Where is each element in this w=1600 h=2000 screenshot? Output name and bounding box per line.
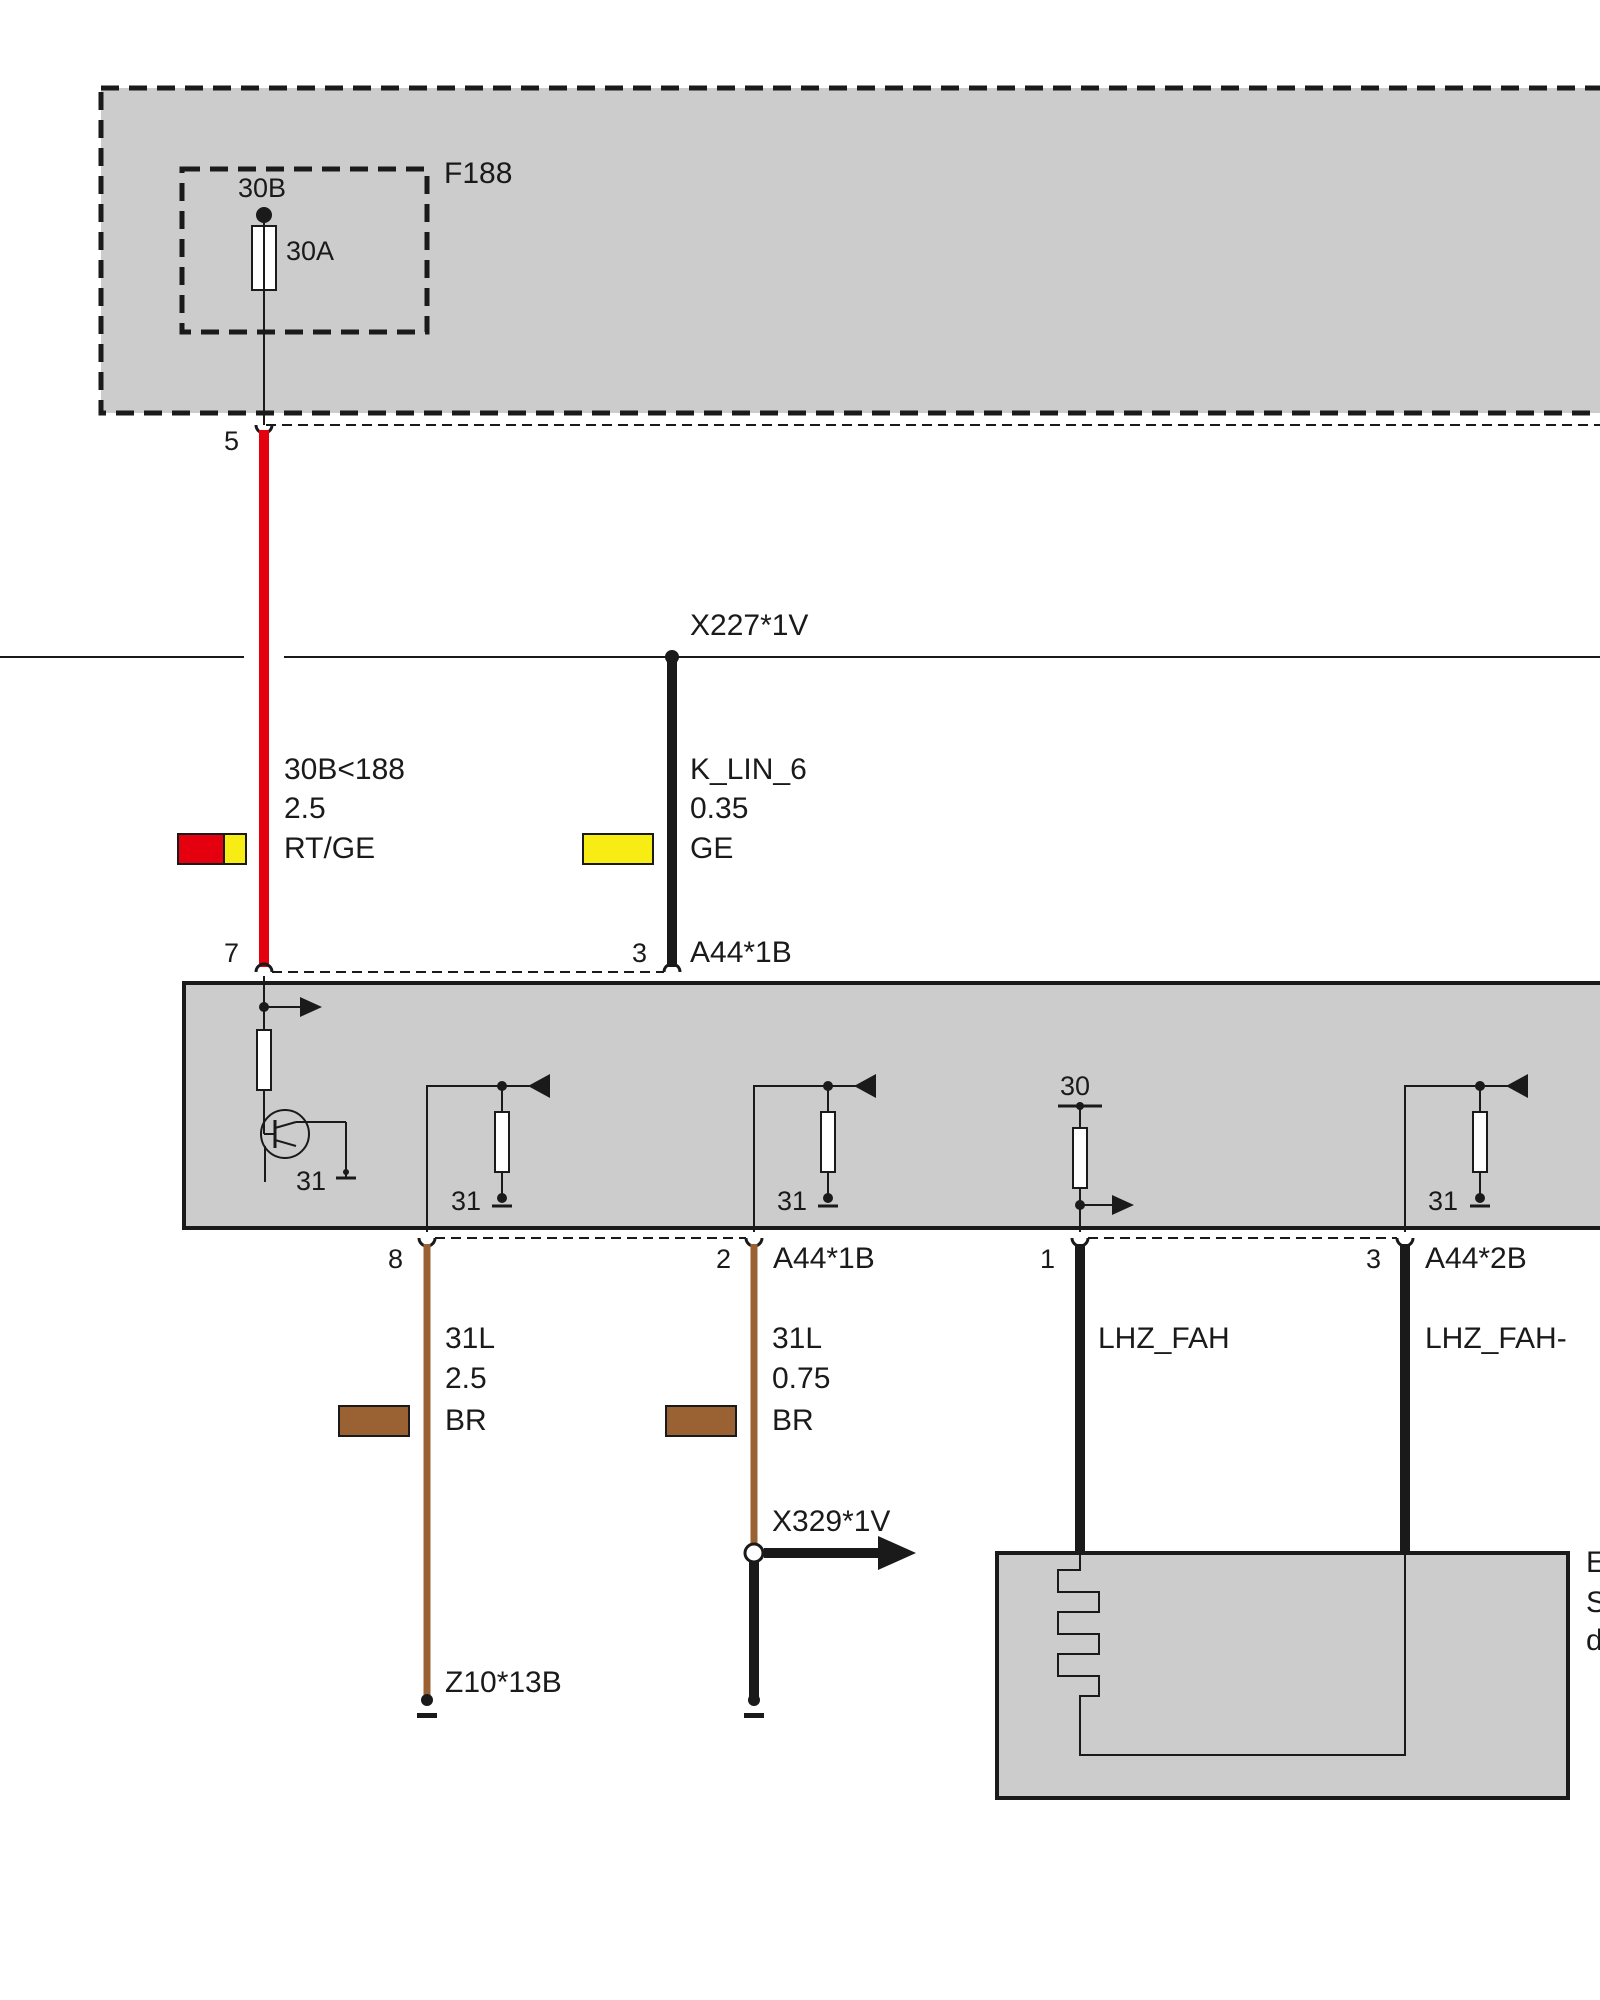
heater-label-line-3: d	[1586, 1624, 1600, 1657]
ground-terminal-icon	[417, 1713, 437, 1718]
fuse-block: F188 30B 30A 5	[98, 85, 1600, 456]
wire-signal-label: 30B<188	[284, 753, 405, 786]
heater-label-line-2: S	[1586, 1586, 1600, 1619]
arrow-right-icon	[878, 1536, 916, 1570]
pin-3b-label: 3	[1366, 1244, 1381, 1274]
wire-gauge-label: 0.75	[772, 1362, 830, 1395]
arrow-left-icon	[1506, 1074, 1528, 1098]
wire-gauge-label: 2.5	[284, 792, 326, 825]
wire-color-label: GE	[690, 832, 733, 865]
pin-3-label: 3	[632, 938, 647, 968]
module-connector-top-label: A44*1B	[690, 936, 792, 969]
pin-8-label: 8	[388, 1244, 403, 1274]
input-stage-pin-2: 31	[753, 1074, 876, 1232]
heater-element: E S d	[995, 1546, 1600, 1800]
wire-end-dot	[748, 1694, 760, 1706]
wire-color-swatch-yellow	[582, 833, 654, 865]
wire-color-swatch-brown	[338, 1405, 410, 1437]
wire-signal-label: 31L	[772, 1322, 822, 1355]
arrow-left-icon	[528, 1074, 550, 1098]
input-stage-pin-3: 31	[1404, 1074, 1528, 1232]
wire-k-lin-6: K_LIN_6 0.35 GE 3 A44*1B	[582, 660, 807, 969]
fuse-id-label: F188	[444, 157, 512, 190]
pin-7-label: 7	[224, 938, 239, 968]
wire-signal-label: 31L	[445, 1322, 495, 1355]
module-connector-bottom-2-label: A44*2B	[1425, 1242, 1527, 1275]
wire-color-swatch-brown	[665, 1405, 737, 1437]
wire-30b-188: 30B<188 2.5 RT/GE 7	[177, 430, 405, 968]
fuse-box-outline	[98, 85, 1600, 416]
ground-label: 31	[777, 1186, 807, 1216]
arrow-left-icon	[854, 1074, 876, 1098]
module-connector-bottom-1-label: A44*1B	[773, 1242, 875, 1275]
heating-coil-icon	[1057, 1555, 1406, 1756]
splice-terminal-icon	[743, 1542, 765, 1564]
resistor-icon	[1072, 1127, 1088, 1189]
wire-color-swatch-red	[177, 833, 225, 865]
pin-5-label: 5	[224, 426, 239, 456]
transistor-output-stage: 31	[256, 976, 356, 1196]
supply-stage-pin-1: 30	[1058, 1071, 1134, 1232]
ground-terminal-icon	[744, 1713, 764, 1718]
wire-color-swatch-yellow	[223, 833, 247, 865]
wire-31l-pin-2: 31L 0.75 BR X329*1V	[665, 1244, 916, 1718]
resistor-icon	[1472, 1111, 1488, 1173]
wire-end-dot	[421, 1694, 433, 1706]
ground-label: 31	[1428, 1186, 1458, 1216]
wire-31l-pin-8: 31L 2.5 BR Z10*13B	[338, 1244, 562, 1718]
arrow-right-icon	[300, 997, 322, 1017]
pin-7-terminal-icon	[254, 962, 274, 973]
wire-lhz-fah: LHZ_FAH	[1075, 1244, 1230, 1555]
heater-label-line-1: E	[1586, 1546, 1600, 1579]
arrow-right-icon	[1112, 1195, 1134, 1215]
ground-label: 31	[451, 1186, 481, 1216]
wire-signal-label: LHZ_FAH	[1098, 1322, 1230, 1355]
fuse-rating-label: 30A	[286, 236, 334, 266]
crossline-connector-label: X227*1V	[690, 609, 808, 642]
pin-3-terminal-icon	[662, 962, 682, 973]
fuse-sub-box	[179, 166, 430, 335]
module-box	[182, 981, 1600, 1230]
wire-signal-label: LHZ_FAH-	[1425, 1322, 1567, 1355]
pin-2-label: 2	[716, 1244, 731, 1274]
resistor-icon	[256, 1029, 272, 1091]
resistor-icon	[820, 1111, 836, 1173]
supply-label: 30	[1060, 1071, 1090, 1101]
connector-line-x227: X227*1V	[0, 609, 1600, 664]
control-module: 31 31 31	[182, 962, 1600, 1275]
wire-gauge-label: 0.35	[690, 792, 748, 825]
wire-gauge-label: 2.5	[445, 1362, 487, 1395]
pin-1-label: 1	[1040, 1244, 1055, 1274]
ground-label: 31	[296, 1166, 326, 1196]
wire-end-connector-label: X329*1V	[772, 1505, 890, 1538]
wire-lhz-fah-minus: LHZ_FAH-	[1400, 1244, 1567, 1555]
transistor-icon	[260, 1109, 310, 1159]
wire-end-connector-label: Z10*13B	[445, 1666, 562, 1699]
wire-color-label: RT/GE	[284, 832, 375, 865]
fuse-terminal-label: 30B	[238, 173, 286, 203]
wire-signal-label: K_LIN_6	[690, 753, 807, 786]
resistor-icon	[494, 1111, 510, 1173]
input-stage-pin-8: 31	[426, 1074, 550, 1232]
wire-color-label: BR	[445, 1404, 487, 1437]
wire-color-label: BR	[772, 1404, 814, 1437]
